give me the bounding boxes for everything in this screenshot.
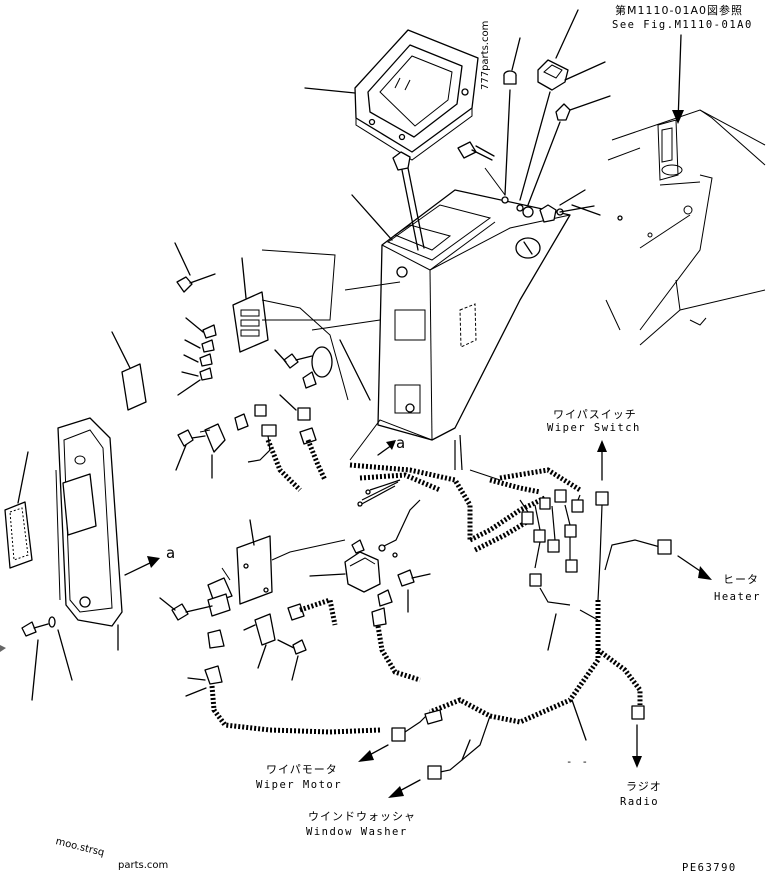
heater-label-jp: ヒータ [723, 573, 759, 586]
motor-bracket [309, 499, 431, 683]
wiper-switch-label-jp: ワイパスイッチ [553, 408, 637, 421]
reference-jp: 第M1110-01A0図参照 [615, 4, 743, 17]
view-a-label-left: a [166, 544, 176, 562]
fuse-box-group [111, 242, 349, 411]
heater-label-en: Heater [714, 591, 761, 603]
wiper-switch-label-en: Wiper Switch [547, 422, 641, 434]
radio-label-en: Radio [620, 796, 660, 808]
reference-en: See Fig.M1110-01A0 [612, 19, 753, 31]
wiper-switch-harness [595, 440, 609, 601]
upper-parts [392, 9, 623, 251]
watermark-bottom: parts.com [118, 860, 169, 871]
view-a-arrows [124, 440, 396, 576]
relay-and-horn [274, 281, 401, 401]
window-washer-label-jp: ウインドウォッシャ [308, 810, 416, 823]
heater-harness [604, 539, 712, 580]
lower-harness [358, 587, 645, 798]
cab-frame [605, 34, 766, 346]
wiper-motor-label-en: Wiper Motor [256, 779, 343, 791]
lower-left-parts [159, 519, 381, 735]
window-washer-label-en: Window Washer [306, 826, 408, 838]
radio-label-jp: ラジオ [626, 780, 662, 793]
watermark-top: 777parts.com [480, 20, 491, 90]
view-a-label-center: a [396, 434, 406, 452]
wiper-motor-label-jp: ワイパモータ [266, 763, 338, 776]
dash-mark: - - [566, 756, 590, 768]
side-cover-panel [0, 417, 123, 701]
console-body [351, 189, 571, 441]
main-harness [349, 419, 584, 587]
monitor-panel [304, 29, 479, 161]
connector-cluster [175, 394, 328, 492]
figure-code: PE63790 [682, 862, 737, 874]
